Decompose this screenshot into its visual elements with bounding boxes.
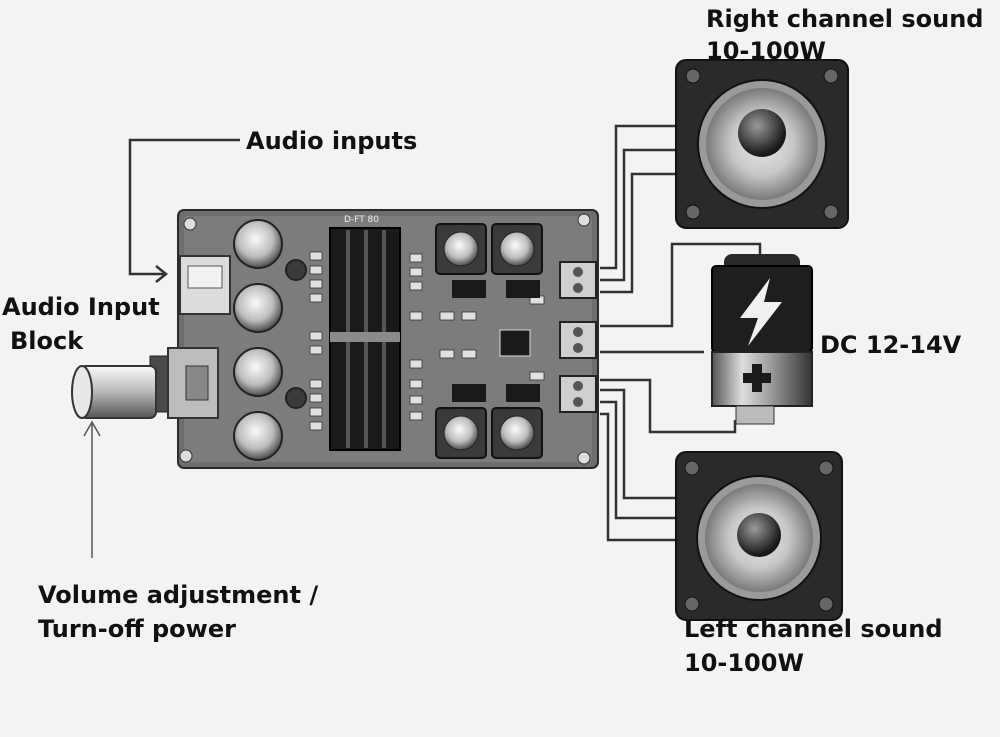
left-channel-power: 10-100W bbox=[684, 649, 804, 677]
right-speaker-wires bbox=[600, 124, 676, 294]
inductors bbox=[435, 223, 543, 459]
volume-line1: Volume adjustment / bbox=[38, 581, 319, 609]
capacitors bbox=[233, 219, 307, 461]
smd-components bbox=[309, 251, 545, 431]
right-speaker bbox=[675, 59, 849, 229]
right-channel-power: 10-100W bbox=[706, 37, 826, 65]
audio-input-jack bbox=[179, 255, 231, 315]
screw-terminals bbox=[559, 261, 597, 413]
ic-chips bbox=[452, 280, 540, 402]
dc-power-label: DC 12-14V bbox=[820, 331, 962, 359]
audio-input-block-line2: Block bbox=[10, 327, 84, 355]
amplifier-board: D-FT 80 bbox=[177, 209, 599, 469]
right-channel-title: Right channel sound bbox=[706, 5, 984, 33]
volume-arrow bbox=[83, 420, 101, 558]
volume-line2: Turn-off power bbox=[38, 615, 236, 643]
board-silkscreen: D-FT 80 bbox=[344, 215, 379, 225]
heatsink bbox=[329, 227, 401, 451]
battery bbox=[711, 254, 813, 425]
audio-inputs-label: Audio inputs bbox=[246, 127, 418, 155]
left-speaker bbox=[675, 451, 843, 621]
left-channel-title: Left channel sound bbox=[684, 615, 943, 643]
audio-input-block-line1: Audio Input bbox=[2, 293, 160, 321]
left-speaker-wires bbox=[600, 388, 676, 542]
volume-knob bbox=[71, 347, 219, 419]
power-wires bbox=[600, 242, 762, 434]
audio-inputs-arrow bbox=[128, 138, 240, 283]
